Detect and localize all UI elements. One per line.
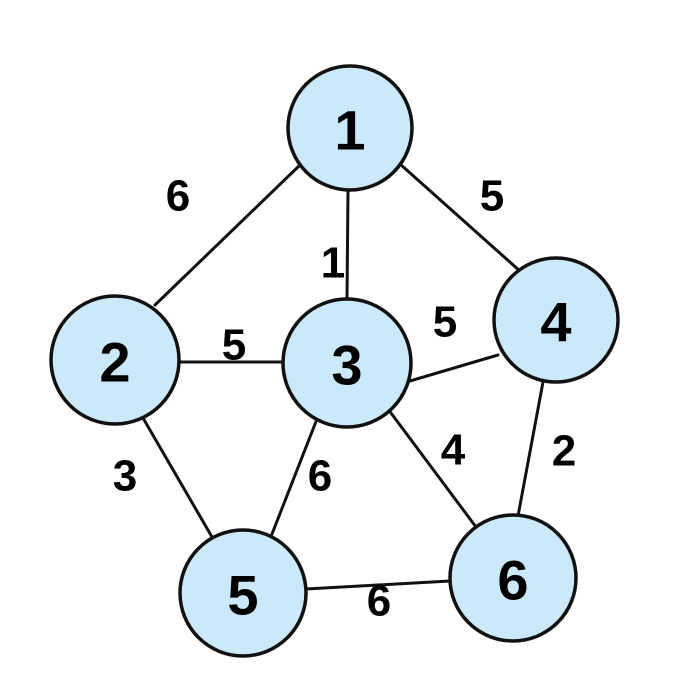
edge-weight-2-3: 5: [222, 321, 246, 370]
node-circle-3[interactable]: [281, 297, 413, 429]
graph-node-5[interactable]: 5: [178, 528, 308, 658]
node-label-6: 6: [497, 549, 528, 612]
edge-weight-1-2: 6: [166, 172, 190, 221]
node-circle-5[interactable]: [178, 528, 308, 658]
node-label-3: 3: [331, 334, 362, 397]
node-label-4: 4: [540, 291, 571, 354]
edge-weight-3-4: 5: [433, 298, 457, 347]
node-circle-2[interactable]: [49, 294, 181, 426]
graph-edge-3-4: [408, 353, 500, 383]
edge-weight-2-5: 3: [113, 452, 137, 501]
node-circle-1[interactable]: [286, 64, 414, 192]
edge-weights-layer: 6 5 1 5 5 3 6 4 2 6: [113, 172, 576, 626]
graph-node-2[interactable]: 2: [49, 294, 181, 426]
node-label-1: 1: [334, 99, 365, 162]
graph-edge-2-5: [141, 416, 214, 539]
edge-weight-1-3: 1: [321, 239, 345, 288]
graph-edge-1-4: [398, 162, 523, 274]
graph-edge-4-6: [516, 380, 545, 518]
edge-weight-1-4: 5: [480, 172, 504, 221]
graph-edge-3-5: [270, 417, 319, 536]
edge-weight-5-6: 6: [367, 577, 391, 626]
graph-node-1[interactable]: 1: [286, 64, 414, 192]
graph-edge-5-6: [304, 579, 452, 591]
node-circle-6[interactable]: [448, 513, 578, 643]
nodes-layer: 1 2 3 4 5 6: [49, 64, 620, 658]
graph-node-6[interactable]: 6: [448, 513, 578, 643]
graph-node-4[interactable]: 4: [492, 256, 620, 384]
edge-weight-3-6: 4: [441, 426, 466, 475]
edge-weight-3-5: 6: [308, 452, 332, 501]
node-label-2: 2: [99, 331, 130, 394]
node-label-5: 5: [227, 564, 258, 627]
edges-layer: [141, 162, 545, 591]
graph-edge-3-6: [389, 411, 478, 529]
graph-node-3[interactable]: 3: [281, 297, 413, 429]
graph-edge-1-2: [153, 163, 302, 307]
edge-weight-4-6: 2: [552, 427, 576, 476]
graph-edge-1-3: [345, 188, 350, 301]
node-circle-4[interactable]: [492, 256, 620, 384]
